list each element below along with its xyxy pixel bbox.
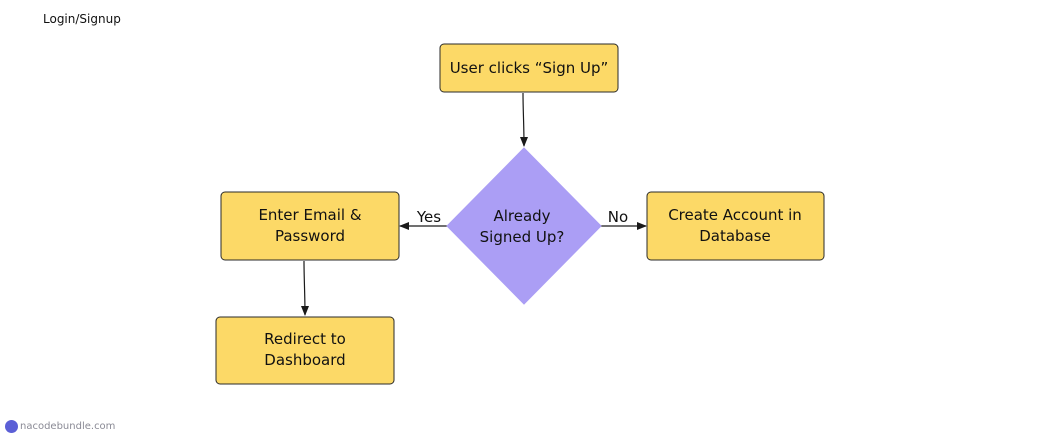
edge-label-no: No [608,208,628,226]
node-redirect-label-line-1: Redirect to [264,330,346,348]
svg-text:Already: Already [493,207,550,225]
node-redirect-label-line-2: Dashboard [264,351,345,369]
svg-text:Dashboard: Dashboard [264,351,345,369]
svg-text:Enter Email &: Enter Email & [258,206,361,224]
node-enter-credentials-label-line-2: Password [275,227,345,245]
node-decision-diamond [446,147,602,305]
node-redirect: Redirect to Dashboard [215,316,395,385]
node-start-box [439,43,619,93]
node-create-account-label-line-1: Create Account in [668,206,802,224]
node-decision-label-line-2: Signed Up? [480,228,565,246]
svg-text:Database: Database [699,227,771,245]
node-create-account-box [646,191,825,261]
node-enter-credentials: Enter Email & Password [220,191,400,261]
svg-text:Create Account in: Create Account in [668,206,802,224]
edge-start-to-decision [519,92,528,147]
svg-text:Password: Password [275,227,345,245]
svg-text:User clicks “Sign Up”: User clicks “Sign Up” [450,59,609,77]
edge-enter-credentials-to-redirect [300,260,309,316]
svg-text:Signed Up?: Signed Up? [480,228,565,246]
edge-label-yes: Yes [416,208,441,226]
node-enter-credentials-label-line-1: Enter Email & [258,206,361,224]
node-start-label-line-1: User clicks “Sign Up” [450,59,609,77]
node-enter-credentials-box [220,191,400,261]
node-create-account: Create Account in Database [646,191,825,261]
watermark: nacodebundle.com [5,420,115,433]
node-start: User clicks “Sign Up” [439,43,619,93]
svg-text:Redirect to: Redirect to [264,330,346,348]
node-decision-label-line-1: Already [493,207,550,225]
watermark-logo-icon [5,420,18,433]
watermark-text: nacodebundle.com [20,421,116,432]
node-create-account-label-line-2: Database [699,227,771,245]
page-title: Login/Signup [43,12,121,26]
node-decision: Already Signed Up? [446,147,602,305]
node-redirect-box [215,316,395,385]
